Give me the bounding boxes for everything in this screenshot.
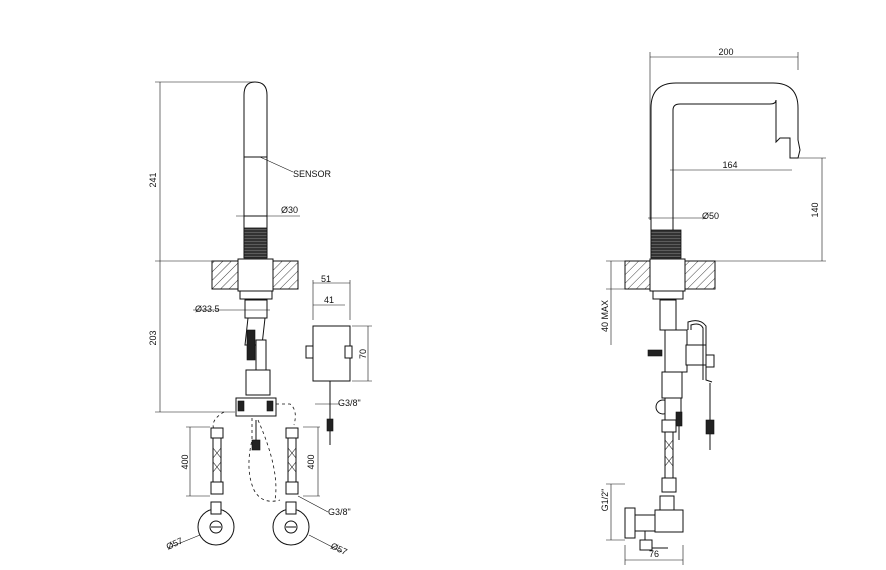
deck-max: 40 MAX	[600, 300, 610, 332]
reach-spout: 164	[722, 160, 737, 170]
dim-241: 241	[148, 172, 158, 187]
mixer-block	[235, 397, 277, 417]
dia-spout: Ø30	[281, 205, 298, 215]
right-view: 200 164 140 Ø50 40 MAX	[600, 47, 826, 565]
valve-depth: 76	[649, 549, 659, 559]
reach-total: 200	[718, 47, 733, 57]
spout-height: 140	[810, 202, 820, 217]
valve-dia-left: Ø57	[165, 536, 185, 552]
left-view: 241 203 SENSOR Ø30 Ø33.5	[148, 81, 361, 557]
sensor-label: SENSOR	[293, 169, 332, 179]
spout-body	[243, 81, 268, 258]
base-dia: Ø50	[702, 211, 719, 221]
hose-length-right: 400	[306, 454, 316, 469]
solenoid-right	[664, 329, 688, 373]
knurled-collar-right	[650, 229, 682, 259]
hose-length-left: 400	[180, 454, 190, 469]
box-width-inner: 41	[324, 295, 334, 305]
base-flange	[237, 258, 274, 292]
dim-203: 203	[148, 330, 158, 345]
box-width-outer: 51	[321, 274, 331, 284]
stop-valve-left	[167, 501, 235, 549]
box-body	[312, 325, 351, 382]
thread-label-top: G3/8"	[338, 398, 361, 408]
stop-valve-side	[624, 495, 684, 551]
sensor-leader	[259, 156, 294, 173]
control-box: 51 41 70	[305, 274, 372, 382]
spout-profile	[650, 82, 801, 258]
box-height: 70	[358, 349, 368, 359]
valve-dia-right: Ø57	[329, 541, 349, 557]
thread-valve: G1/2"	[600, 489, 610, 512]
solenoid-valve	[246, 329, 256, 361]
dia-base: Ø33.5	[195, 304, 220, 314]
knurled-collar	[243, 227, 268, 259]
thread-label-bottom: G3/8"	[328, 507, 351, 517]
hose-left	[210, 427, 224, 495]
hose-right	[285, 427, 299, 495]
stop-valve-right	[272, 501, 343, 553]
